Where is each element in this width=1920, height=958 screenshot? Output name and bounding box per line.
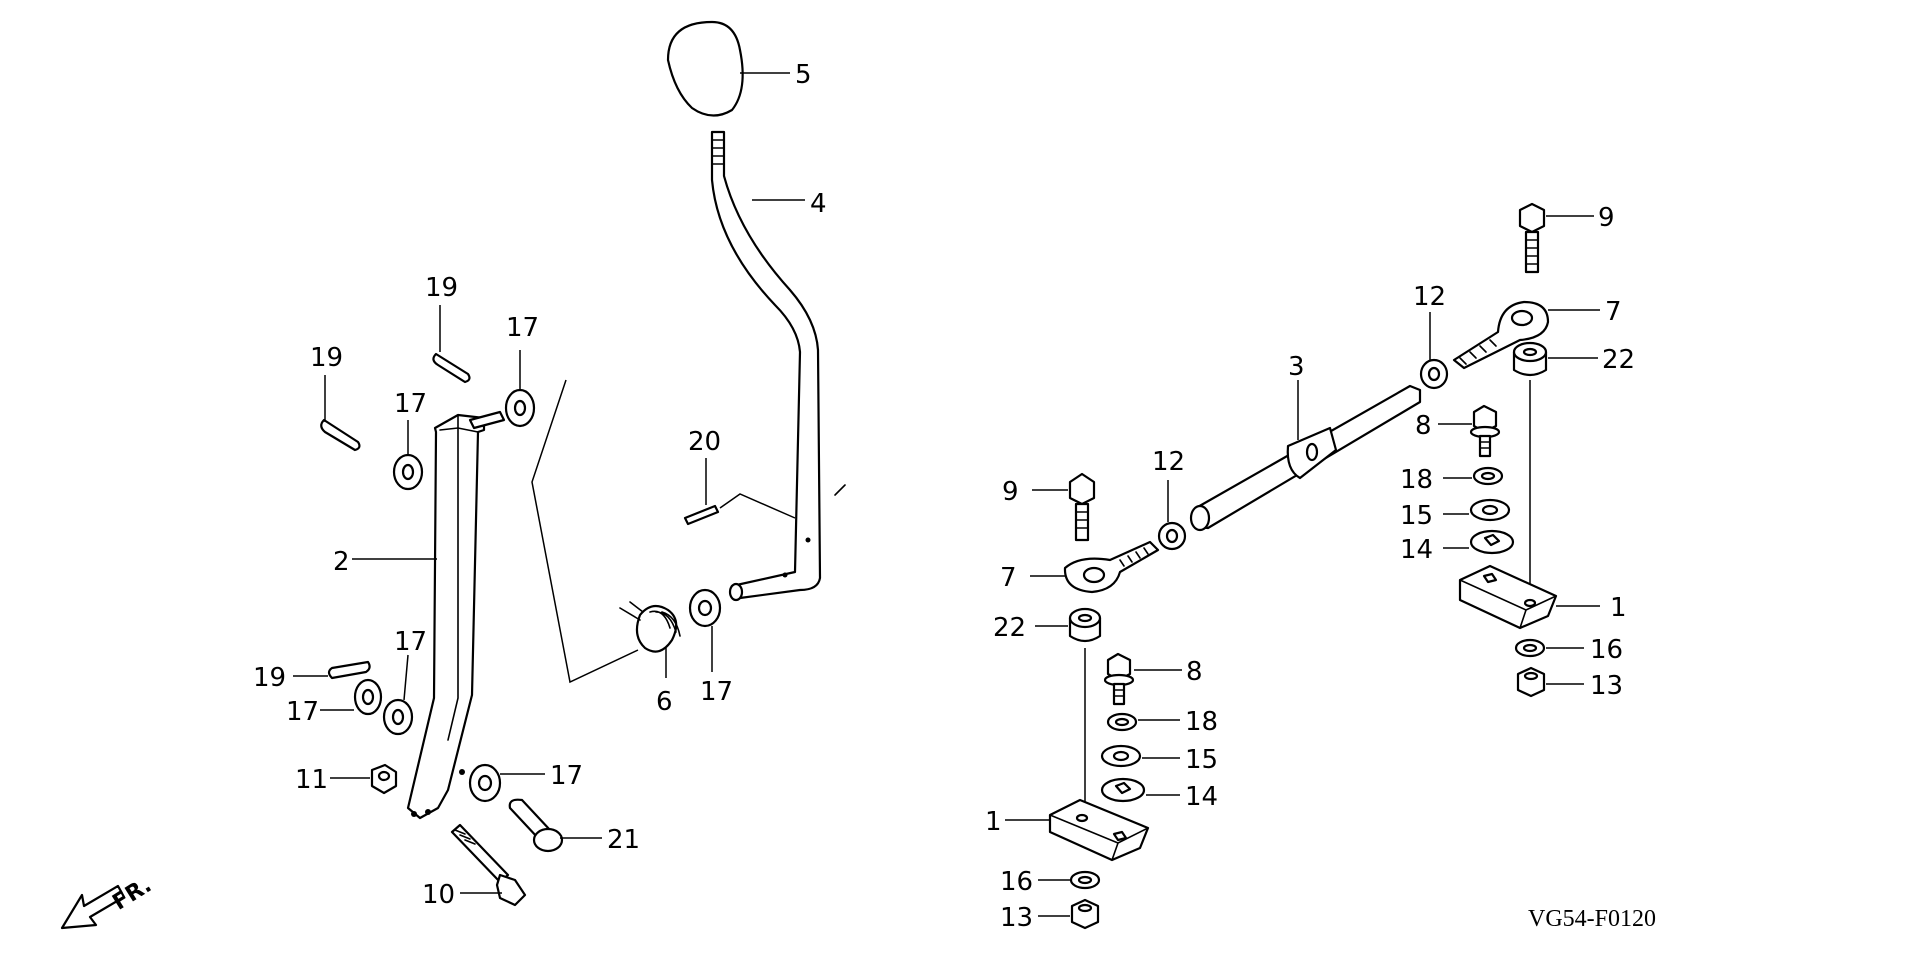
part-plate-1-a xyxy=(1048,798,1150,862)
callout-8a: 8 xyxy=(1186,657,1203,687)
part-washer-17-e xyxy=(688,588,722,628)
callout-9a: 9 xyxy=(1002,477,1019,507)
callout-18a: 18 xyxy=(1185,707,1218,737)
callout-13b: 13 xyxy=(1590,671,1623,701)
front-direction-arrow: FR. xyxy=(60,873,156,930)
callout-9b: 9 xyxy=(1598,203,1615,233)
callout-19b: 19 xyxy=(425,273,458,303)
part-knob xyxy=(666,20,744,117)
part-plate-1-b xyxy=(1458,564,1558,630)
callout-7a: 7 xyxy=(1000,563,1017,593)
part-nut-12-b xyxy=(1419,358,1449,390)
callout-2: 2 xyxy=(333,547,350,577)
callout-22a: 22 xyxy=(993,613,1026,643)
part-washer-17-b xyxy=(392,453,424,491)
callout-19a: 19 xyxy=(310,343,343,373)
part-washer-17-d xyxy=(353,678,383,716)
callout-14b: 14 xyxy=(1400,535,1433,565)
assembly-line-left xyxy=(531,379,639,684)
callout-16a: 16 xyxy=(1000,867,1033,897)
callout-12b: 12 xyxy=(1413,282,1446,312)
part-pin xyxy=(683,504,720,526)
part-washer-15-b xyxy=(1469,498,1511,522)
part-pin-21 xyxy=(508,798,564,853)
part-flange-bolt-8-b xyxy=(1469,404,1501,458)
callout-17e: 17 xyxy=(700,677,733,707)
part-nut-13-b xyxy=(1516,666,1546,698)
part-collar-22-b xyxy=(1512,341,1548,377)
callout-8b: 8 xyxy=(1415,411,1432,441)
callout-15b: 15 xyxy=(1400,501,1433,531)
callout-17b: 17 xyxy=(394,389,427,419)
part-cotter-pin-19-b xyxy=(432,352,471,384)
part-spring xyxy=(619,601,681,653)
part-nut-12-a xyxy=(1157,521,1187,551)
callout-1b: 1 xyxy=(1610,593,1627,623)
callout-19c: 19 xyxy=(253,663,286,693)
drawing-code: VG54-F0120 xyxy=(1528,906,1656,932)
part-washer-15-a xyxy=(1100,744,1142,768)
part-bolt-10 xyxy=(450,823,527,907)
callout-4: 4 xyxy=(810,189,827,219)
callout-20: 20 xyxy=(688,427,721,457)
part-washer-17-c xyxy=(382,698,414,736)
part-lock-washer-16-b xyxy=(1514,638,1546,658)
leader-17c xyxy=(403,654,409,701)
part-nut-13-a xyxy=(1070,898,1100,930)
callout-22b: 22 xyxy=(1602,345,1635,375)
callout-17a: 17 xyxy=(506,313,539,343)
callout-16b: 16 xyxy=(1590,635,1623,665)
part-shift-lever xyxy=(710,130,846,602)
callout-17d: 17 xyxy=(286,697,319,727)
callout-11: 11 xyxy=(295,765,328,795)
callout-3: 3 xyxy=(1288,352,1305,382)
direction-label: FR. xyxy=(108,873,156,916)
part-bolt-9-a xyxy=(1068,472,1096,542)
part-cotter-pin-19-a xyxy=(320,418,361,452)
callout-17c: 17 xyxy=(394,627,427,657)
part-washer-14-a xyxy=(1100,777,1146,803)
part-rod-end-7-a xyxy=(1063,540,1160,594)
part-lock-washer-18-b xyxy=(1472,466,1504,486)
part-washer-17-f xyxy=(468,763,502,803)
part-washer-14-b xyxy=(1469,529,1515,555)
callout-18b: 18 xyxy=(1400,465,1433,495)
callout-6: 6 xyxy=(656,687,673,717)
callout-15a: 15 xyxy=(1185,745,1218,775)
part-arm xyxy=(406,410,506,820)
callout-17f: 17 xyxy=(550,761,583,791)
callout-14a: 14 xyxy=(1185,782,1218,812)
callout-12a: 12 xyxy=(1152,447,1185,477)
callout-10: 10 xyxy=(422,880,455,910)
callout-7b: 7 xyxy=(1605,297,1622,327)
leader-20b xyxy=(719,493,796,519)
part-shift-rod xyxy=(1189,384,1422,532)
part-nut-11 xyxy=(370,763,398,795)
part-rod-end-7-b xyxy=(1452,300,1550,370)
callout-1a: 1 xyxy=(985,807,1002,837)
callout-21: 21 xyxy=(607,825,640,855)
part-washer-17-a xyxy=(504,388,536,428)
part-cotter-pin-19-c xyxy=(327,660,371,680)
callout-13a: 13 xyxy=(1000,903,1033,933)
callout-5: 5 xyxy=(795,60,812,90)
part-collar-22-a xyxy=(1068,607,1102,643)
part-flange-bolt-8-a xyxy=(1103,652,1135,706)
part-lock-washer-18-a xyxy=(1106,712,1138,732)
part-lock-washer-16-a xyxy=(1069,870,1101,890)
part-bolt-9-b xyxy=(1518,202,1546,274)
